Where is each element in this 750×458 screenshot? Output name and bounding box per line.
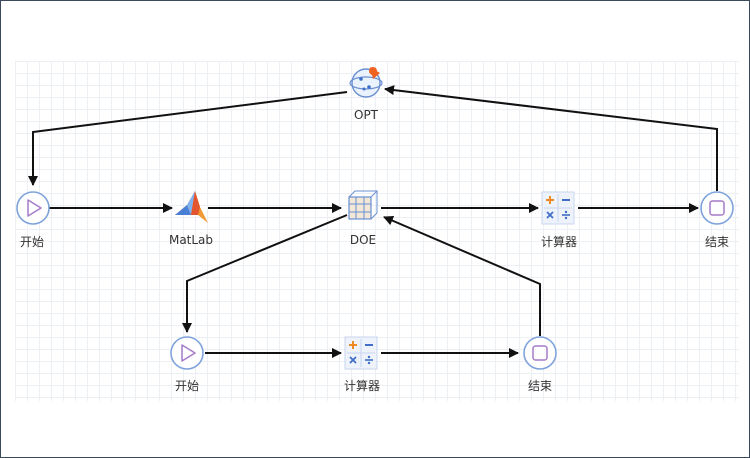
edge-opt-to-start[interactable] xyxy=(28,91,348,186)
node-calc-bottom[interactable] xyxy=(344,336,378,370)
node-opt[interactable] xyxy=(349,67,383,98)
optimizer-icon xyxy=(349,67,383,98)
edge-end-to-opt[interactable] xyxy=(384,85,718,191)
play-icon xyxy=(16,191,50,225)
node-label-opt: OPT xyxy=(353,108,379,122)
edges xyxy=(28,85,718,358)
node-label-matlab: MatLab xyxy=(168,233,214,247)
node-end-bottom[interactable] xyxy=(523,336,557,370)
doe-cube-icon xyxy=(348,190,379,220)
node-label-start-bottom: 开始 xyxy=(174,379,200,393)
node-start-top[interactable] xyxy=(16,191,50,225)
play-icon xyxy=(170,336,204,370)
node-label-end-bottom: 结束 xyxy=(527,379,553,393)
node-label-calc-top: 计算器 xyxy=(540,235,578,249)
node-label-calc-bottom: 计算器 xyxy=(343,379,381,393)
calculator-icon xyxy=(344,336,378,370)
edge-end-bottom-to-doe[interactable] xyxy=(383,215,541,336)
stop-icon xyxy=(700,191,734,225)
node-label-start-top: 开始 xyxy=(19,235,45,249)
node-start-bottom[interactable] xyxy=(170,336,204,370)
node-end-top[interactable] xyxy=(700,191,734,225)
edge-doe-to-start-bottom[interactable] xyxy=(182,214,348,333)
calculator-icon xyxy=(541,191,575,225)
node-calc-top[interactable] xyxy=(541,191,575,225)
matlab-icon xyxy=(175,191,208,223)
node-label-doe: DOE xyxy=(349,233,377,247)
node-doe[interactable] xyxy=(348,190,379,220)
node-label-end-top: 结束 xyxy=(704,235,730,249)
stop-icon xyxy=(523,336,557,370)
node-matlab[interactable] xyxy=(175,191,208,223)
